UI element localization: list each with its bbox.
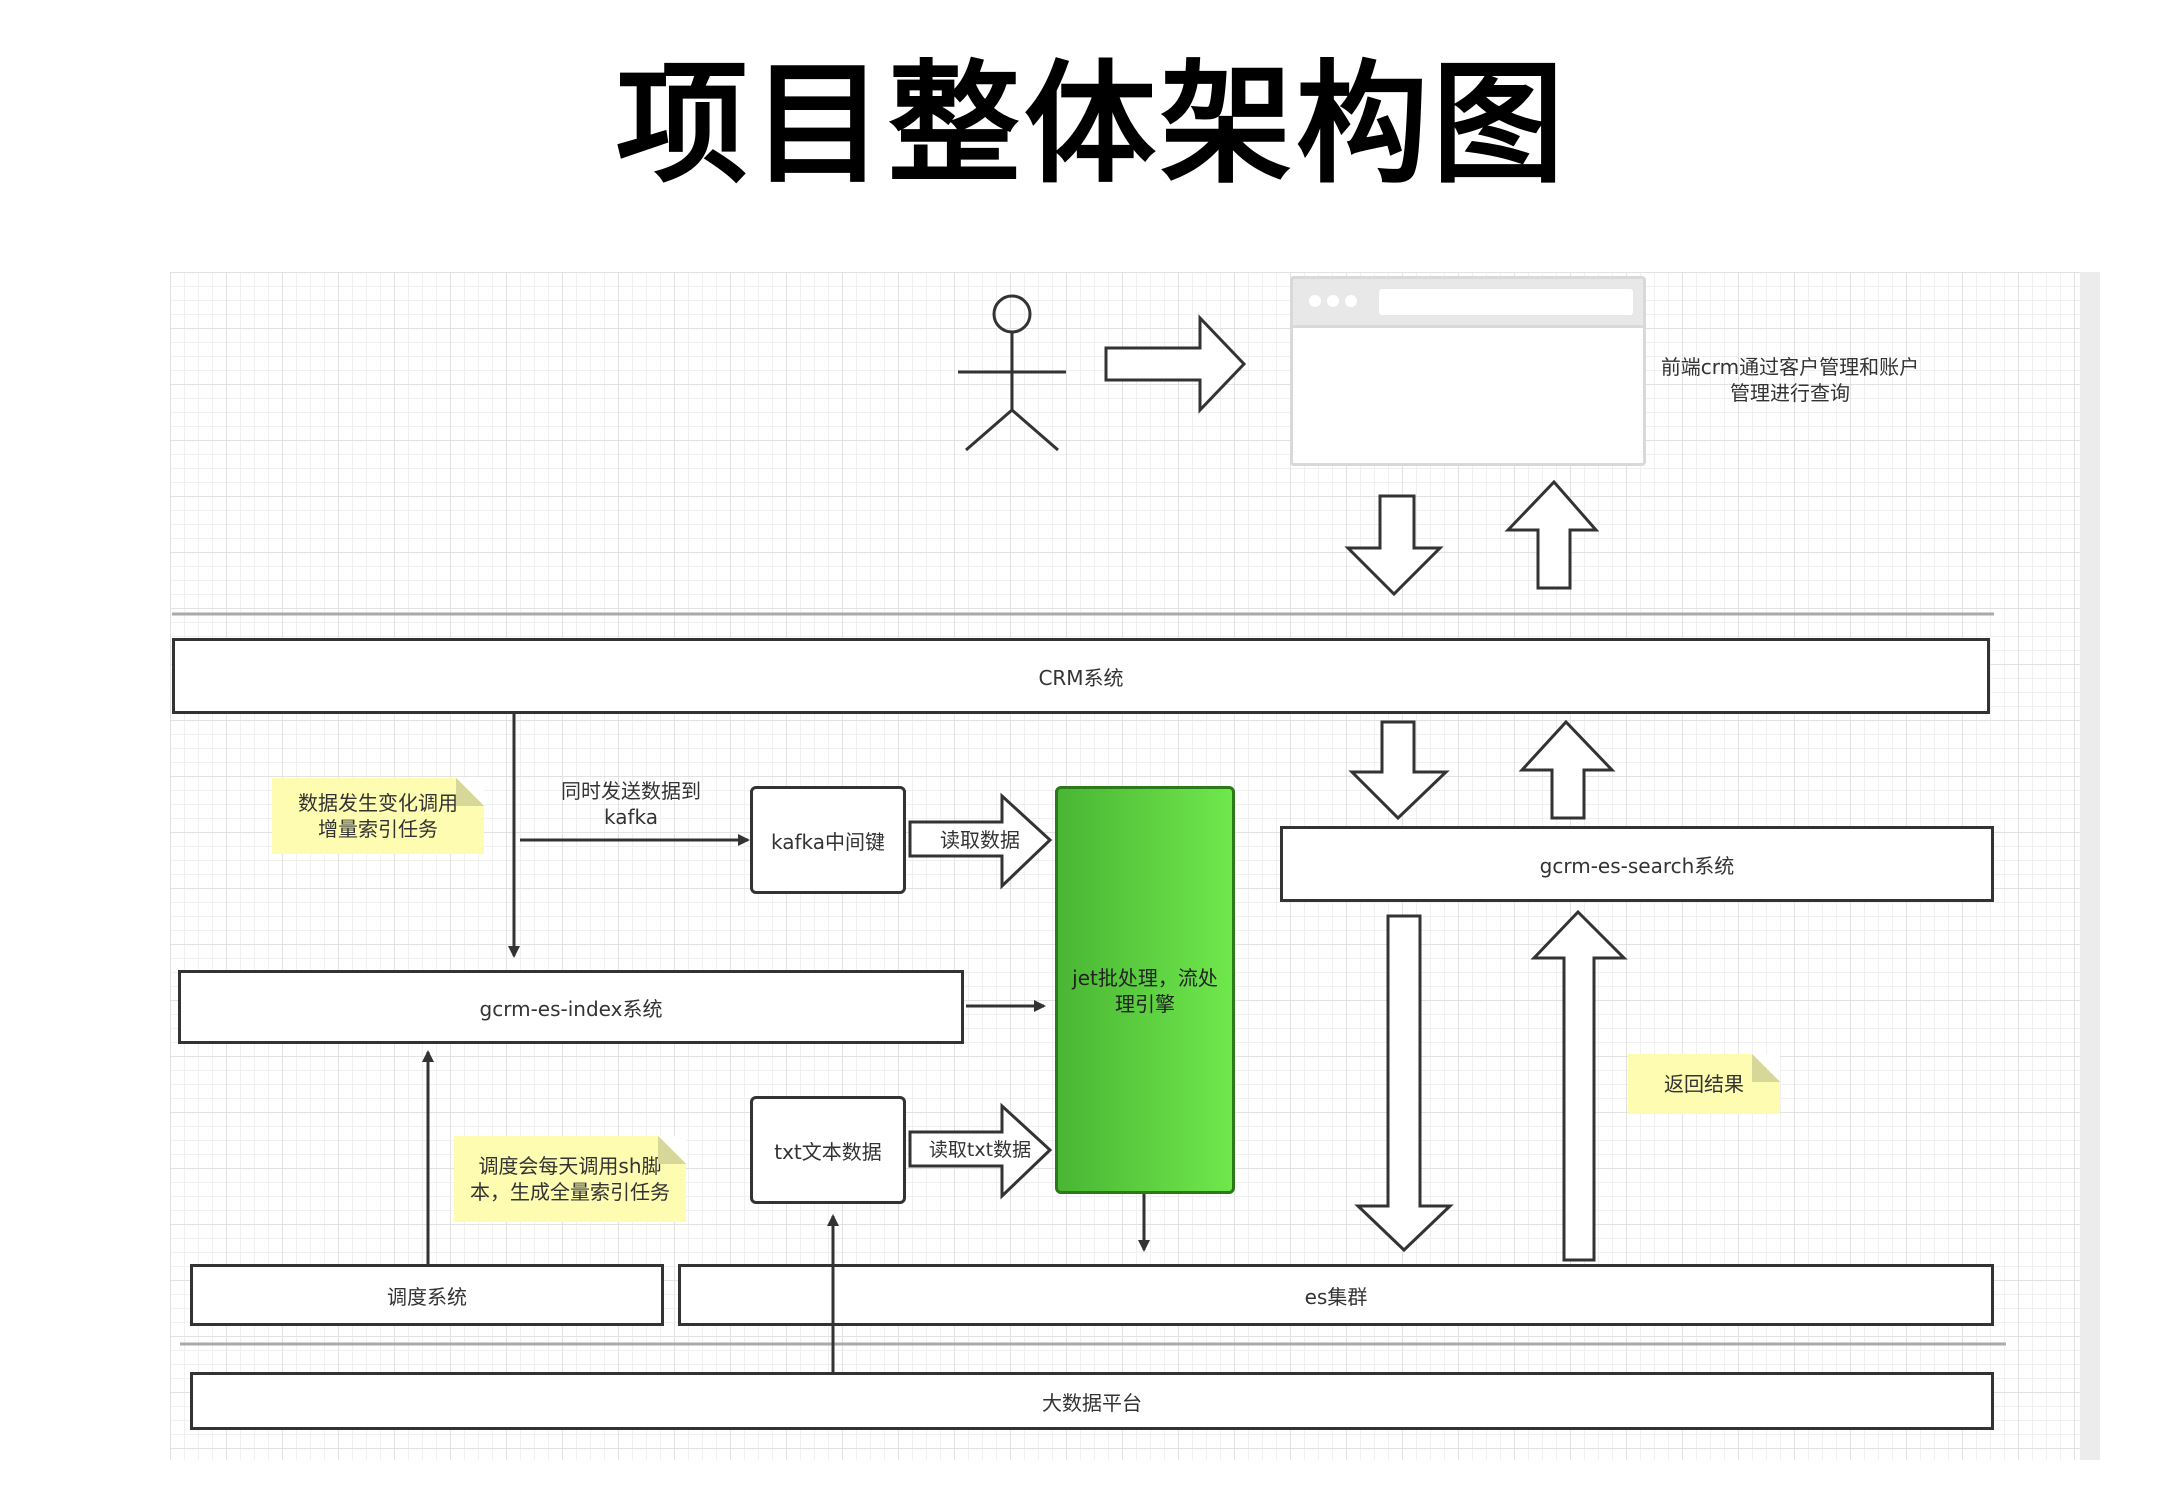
bigdata-platform-label: 大数据平台 <box>1042 1390 1142 1415</box>
browser-titlebar <box>1293 279 1643 328</box>
page-title: 项目整体架构图 <box>616 48 1568 202</box>
bigdata-platform-box[interactable]: 大数据平台 <box>190 1372 1994 1430</box>
up-arrow-icon <box>1504 479 1600 590</box>
return-result-label: 返回结果 <box>1664 1072 1744 1096</box>
frontend-note-line: 管理进行查询 <box>1730 381 1850 405</box>
search-system-box[interactable]: gcrm-es-search系统 <box>1280 826 1994 902</box>
send-kafka-label: 同时发送数据到 kafka <box>540 778 722 830</box>
txt-data-label: txt文本数据 <box>774 1139 882 1164</box>
txt-data-box[interactable]: txt文本数据 <box>750 1096 906 1204</box>
note-fold-icon <box>658 1136 686 1164</box>
frontend-note: 前端crm通过客户管理和账户 管理进行查询 <box>1640 354 1940 406</box>
up-arrow-icon <box>1518 719 1616 820</box>
note-return-result: 返回结果 <box>1628 1054 1780 1114</box>
kafka-box[interactable]: kafka中间键 <box>750 786 906 894</box>
note-incremental-index: 数据发生变化调用 增量索引任务 <box>272 778 484 854</box>
read-data-arrow <box>908 792 1053 890</box>
index-system-box[interactable]: gcrm-es-index系统 <box>178 970 964 1044</box>
jet-engine-line: 理引擎 <box>1114 992 1175 1016</box>
down-arrow-icon <box>1344 494 1444 597</box>
note-line: 数据发生变化调用 <box>298 791 458 815</box>
read-txt-label: 读取txt数据 <box>928 1139 1032 1161</box>
down-arrow-icon <box>1354 914 1454 1253</box>
frontend-note-line: 前端crm通过客户管理和账户 <box>1660 355 1920 379</box>
window-dot-icon <box>1345 295 1357 307</box>
canvas-scrollbar[interactable] <box>2080 272 2100 1460</box>
crm-system-box[interactable]: CRM系统 <box>172 638 1990 714</box>
scheduler-system-box[interactable]: 调度系统 <box>190 1264 664 1326</box>
es-cluster-label: es集群 <box>1304 1284 1368 1309</box>
search-system-label: gcrm-es-search系统 <box>1539 853 1735 878</box>
kafka-label: kafka中间键 <box>770 829 885 854</box>
down-arrow-icon <box>1348 720 1450 821</box>
note-line: 调度会每天调用sh脚 <box>478 1154 662 1178</box>
note-full-index: 调度会每天调用sh脚 本，生成全量索引任务 <box>454 1136 686 1222</box>
send-kafka-line: 同时发送数据到 <box>561 779 701 803</box>
es-cluster-box[interactable]: es集群 <box>678 1264 1994 1326</box>
crm-system-label: CRM系统 <box>1038 665 1124 690</box>
read-data-label: 读取数据 <box>940 828 1020 852</box>
read-txt-arrow <box>908 1102 1053 1200</box>
scheduler-system-label: 调度系统 <box>387 1284 467 1309</box>
index-system-label: gcrm-es-index系统 <box>479 996 663 1021</box>
window-dot-icon <box>1309 295 1321 307</box>
note-fold-icon <box>1752 1054 1780 1082</box>
jet-engine-line: jet批处理，流处 <box>1072 966 1218 990</box>
window-dot-icon <box>1327 295 1339 307</box>
address-bar <box>1379 289 1633 315</box>
jet-engine-box[interactable]: jet批处理，流处 理引擎 <box>1055 786 1235 1194</box>
note-fold-icon <box>456 778 484 806</box>
up-arrow-icon <box>1530 909 1628 1262</box>
user-icon <box>958 294 1066 452</box>
note-line: 本，生成全量索引任务 <box>470 1180 670 1204</box>
browser-window-icon <box>1290 276 1646 466</box>
note-line: 增量索引任务 <box>318 817 438 841</box>
send-kafka-line: kafka <box>603 805 658 829</box>
right-arrow-icon <box>1104 314 1247 414</box>
